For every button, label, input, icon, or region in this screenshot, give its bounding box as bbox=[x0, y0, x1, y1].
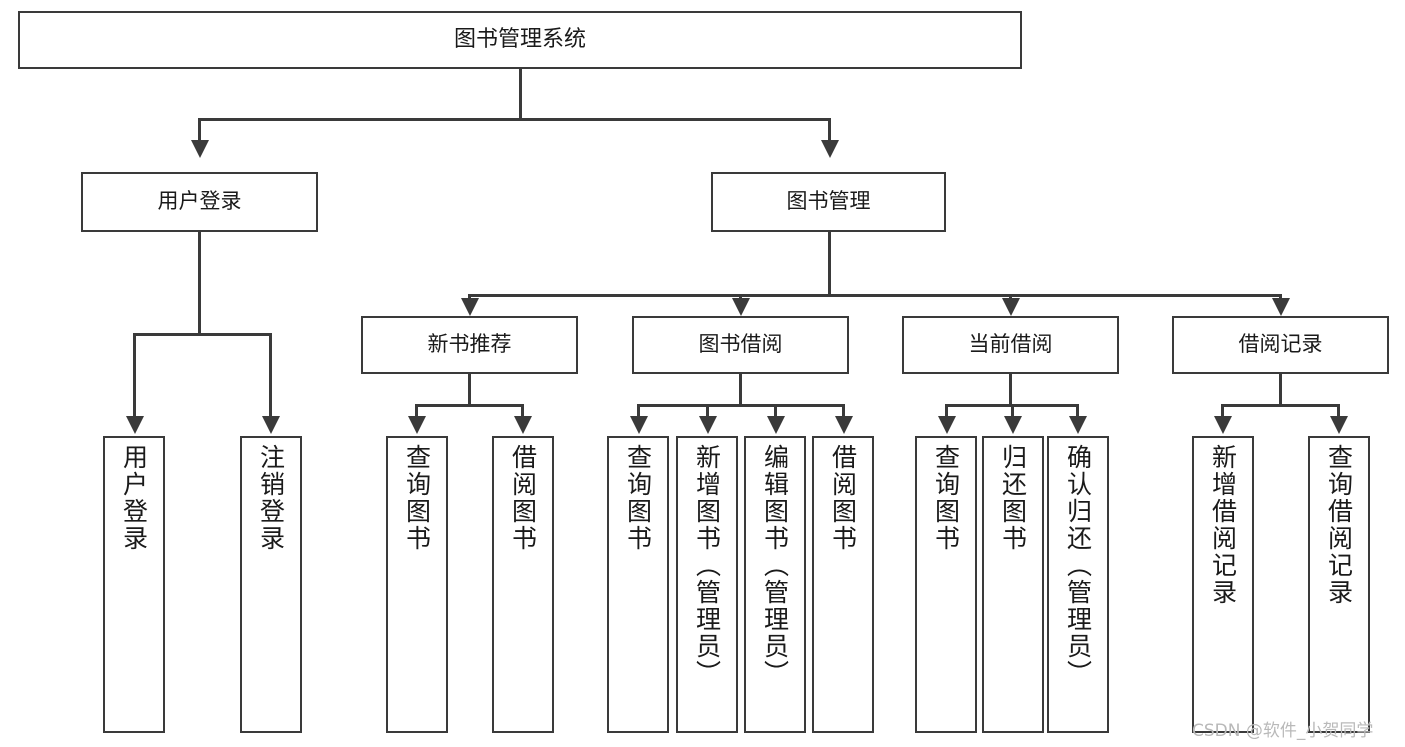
node-label: 新增图书（管理员） bbox=[692, 444, 722, 687]
arrowhead-cb-query-book bbox=[938, 416, 956, 434]
connector-cb-leaf3 bbox=[1076, 404, 1079, 418]
node-user-login[interactable]: 用户登录 bbox=[81, 172, 318, 232]
node-label: 借阅记录 bbox=[1238, 332, 1323, 357]
connector-root-split-bar bbox=[199, 118, 831, 121]
connector-nb-leaf1 bbox=[415, 404, 418, 418]
arrowhead-book-borrow bbox=[732, 298, 750, 316]
connector-book-management-stem bbox=[828, 232, 831, 296]
leaf-bb-query-book[interactable]: 查询图书 bbox=[607, 436, 669, 733]
connector-user-login-stem bbox=[198, 232, 201, 335]
connector-cb-leaf2 bbox=[1011, 404, 1014, 418]
leaf-br-add-record[interactable]: 新增借阅记录 bbox=[1192, 436, 1254, 733]
arrowhead-bb-add-book bbox=[699, 416, 717, 434]
connector-new-book-stem bbox=[468, 374, 471, 406]
leaf-nb-query-book[interactable]: 查询图书 bbox=[386, 436, 448, 733]
leaf-nb-borrow-book[interactable]: 借阅图书 bbox=[492, 436, 554, 733]
arrowhead-leaf-user-login bbox=[126, 416, 144, 434]
leaf-bb-edit-book[interactable]: 编辑图书（管理员） bbox=[744, 436, 806, 733]
connector-current-borrow-stem bbox=[1009, 374, 1012, 406]
connector-cb-leaf1 bbox=[945, 404, 948, 418]
node-label: 图书管理 bbox=[786, 189, 871, 214]
leaf-cb-query-book[interactable]: 查询图书 bbox=[915, 436, 977, 733]
node-label: 查询图书 bbox=[623, 444, 653, 552]
connector-user-login-leaf1 bbox=[133, 333, 136, 418]
connector-br-leaf2 bbox=[1337, 404, 1340, 418]
watermark-text: CSDN @软件_小贺同学 bbox=[1192, 721, 1374, 741]
connector-borrow-record-stem bbox=[1279, 374, 1282, 406]
node-label: 确认归还（管理员） bbox=[1063, 444, 1093, 687]
arrowhead-bb-edit-book bbox=[767, 416, 785, 434]
node-new-book-recommend[interactable]: 新书推荐 bbox=[361, 316, 578, 374]
leaf-logout[interactable]: 注销登录 bbox=[240, 436, 302, 733]
arrowhead-bb-borrow-book bbox=[835, 416, 853, 434]
node-label: 图书借阅 bbox=[698, 332, 783, 357]
node-label: 用户登录 bbox=[157, 189, 242, 214]
connector-root-stem bbox=[519, 69, 522, 119]
arrowhead-nb-query-book bbox=[408, 416, 426, 434]
node-label: 借阅图书 bbox=[508, 444, 538, 552]
connector-new-book-split-bar bbox=[415, 404, 523, 407]
arrowhead-current-borrow bbox=[1002, 298, 1020, 316]
arrowhead-user-login bbox=[191, 140, 209, 158]
node-book-borrow[interactable]: 图书借阅 bbox=[632, 316, 849, 374]
node-label: 当前借阅 bbox=[968, 332, 1053, 357]
connector-bb-leaf3 bbox=[774, 404, 777, 418]
node-label: 图书管理系统 bbox=[453, 26, 586, 52]
connector-user-login-split-bar bbox=[133, 333, 271, 336]
node-label: 注销登录 bbox=[256, 444, 286, 552]
arrowhead-br-query-record bbox=[1330, 416, 1348, 434]
connector-bb-leaf1 bbox=[637, 404, 640, 418]
node-book-management[interactable]: 图书管理 bbox=[711, 172, 946, 232]
arrowhead-book-management bbox=[821, 140, 839, 158]
connector-nb-leaf2 bbox=[521, 404, 524, 418]
node-root-book-management-system[interactable]: 图书管理系统 bbox=[18, 11, 1022, 69]
arrowhead-bb-query-book bbox=[630, 416, 648, 434]
node-label: 用户登录 bbox=[119, 444, 149, 552]
node-current-borrow[interactable]: 当前借阅 bbox=[902, 316, 1119, 374]
connector-book-borrow-stem bbox=[739, 374, 742, 406]
node-label: 查询借阅记录 bbox=[1324, 444, 1354, 606]
connector-bb-leaf4 bbox=[842, 404, 845, 418]
connector-br-leaf1 bbox=[1221, 404, 1224, 418]
arrowhead-cb-return-book bbox=[1004, 416, 1022, 434]
node-label: 归还图书 bbox=[998, 444, 1028, 552]
node-label: 编辑图书（管理员） bbox=[760, 444, 790, 687]
node-borrow-record[interactable]: 借阅记录 bbox=[1172, 316, 1389, 374]
connector-book-borrow-split-bar bbox=[637, 404, 845, 407]
leaf-bb-borrow-book[interactable]: 借阅图书 bbox=[812, 436, 874, 733]
arrowhead-cb-confirm-return bbox=[1069, 416, 1087, 434]
connector-root-to-book-management bbox=[828, 118, 831, 142]
arrowhead-leaf-logout bbox=[262, 416, 280, 434]
node-label: 查询图书 bbox=[931, 444, 961, 552]
node-label: 新增借阅记录 bbox=[1208, 444, 1238, 606]
arrowhead-br-add-record bbox=[1214, 416, 1232, 434]
node-label: 查询图书 bbox=[402, 444, 432, 552]
leaf-bb-add-book[interactable]: 新增图书（管理员） bbox=[676, 436, 738, 733]
node-label: 新书推荐 bbox=[427, 332, 512, 357]
arrowhead-new-book-recommend bbox=[461, 298, 479, 316]
connector-bb-leaf2 bbox=[706, 404, 709, 418]
leaf-user-login[interactable]: 用户登录 bbox=[103, 436, 165, 733]
arrowhead-nb-borrow-book bbox=[514, 416, 532, 434]
leaf-cb-confirm-return[interactable]: 确认归还（管理员） bbox=[1047, 436, 1109, 733]
connector-user-login-leaf2 bbox=[269, 333, 272, 418]
leaf-br-query-record[interactable]: 查询借阅记录 bbox=[1308, 436, 1370, 733]
node-label: 借阅图书 bbox=[828, 444, 858, 552]
arrowhead-borrow-record bbox=[1272, 298, 1290, 316]
connector-borrow-record-split-bar bbox=[1221, 404, 1339, 407]
connector-root-to-user-login bbox=[198, 118, 201, 142]
leaf-cb-return-book[interactable]: 归还图书 bbox=[982, 436, 1044, 733]
connector-book-management-split-bar bbox=[468, 294, 1280, 297]
